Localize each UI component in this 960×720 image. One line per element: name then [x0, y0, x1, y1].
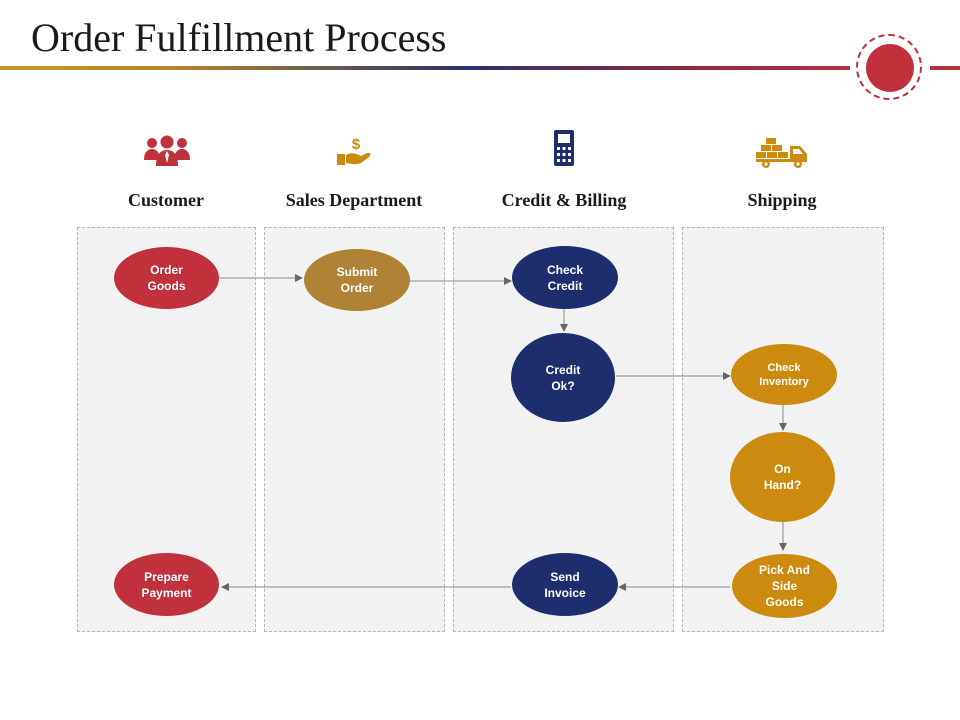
lane-title-customer: Customer — [128, 190, 204, 210]
lane-title-credit-billing: Credit & Billing — [501, 190, 627, 210]
svg-text:$: $ — [352, 136, 361, 153]
lane-title-shipping: Shipping — [747, 190, 817, 210]
node-check-credit: Check Credit — [512, 246, 618, 309]
node-credit-ok: Credit Ok? — [511, 333, 615, 422]
node-on-hand: On Hand? — [730, 432, 835, 522]
node-check-inventory: Check Inventory — [731, 344, 837, 405]
node-submit-order: Submit Order — [304, 249, 410, 311]
truck-icon — [756, 138, 807, 168]
page-title: Order Fulfillment Process — [31, 15, 447, 60]
hand-money-icon: $ — [337, 136, 371, 165]
badge-dot-decoration — [866, 44, 914, 92]
node-pick-and-side-goods: Pick And Side Goods — [732, 554, 837, 618]
lane-title-sales-department: Sales Department — [285, 190, 423, 210]
title-underline — [0, 66, 850, 70]
badge-ring-decoration — [856, 34, 922, 100]
node-prepare-payment: Prepare Payment — [114, 553, 219, 616]
title-underline-end — [930, 66, 960, 70]
node-order-goods: Order Goods — [114, 247, 219, 309]
node-send-invoice: Send Invoice — [512, 553, 618, 616]
group-icon — [144, 135, 190, 166]
calculator-icon — [554, 130, 574, 166]
